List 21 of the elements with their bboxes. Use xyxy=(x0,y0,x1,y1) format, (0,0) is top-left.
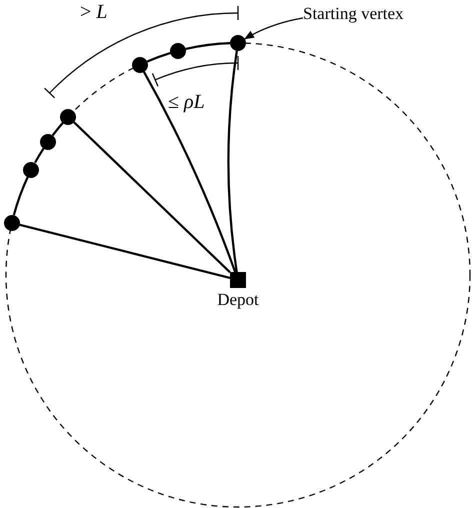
route-line xyxy=(142,71,236,272)
dimension-label: > L xyxy=(80,2,108,22)
route-arc xyxy=(34,148,44,164)
vertex-dot xyxy=(23,162,40,178)
route-arc xyxy=(12,176,29,216)
dimension-label: ≤ ρL xyxy=(168,92,205,112)
route-line xyxy=(227,50,238,272)
vertex-dot xyxy=(132,56,148,73)
route-arc xyxy=(146,52,171,62)
vertex-label: Starting vertex xyxy=(303,4,404,24)
vertex-dot xyxy=(170,42,186,59)
route-line xyxy=(19,224,230,280)
vertex-dot xyxy=(4,214,20,231)
vertex-dot xyxy=(40,134,56,150)
route-line xyxy=(73,122,231,274)
route-arc xyxy=(52,122,64,136)
depot-label: Depot xyxy=(216,290,260,310)
vertex-dot xyxy=(230,35,246,51)
route-arc xyxy=(186,42,230,50)
vertex-dot xyxy=(60,108,76,125)
arrow xyxy=(244,17,304,40)
